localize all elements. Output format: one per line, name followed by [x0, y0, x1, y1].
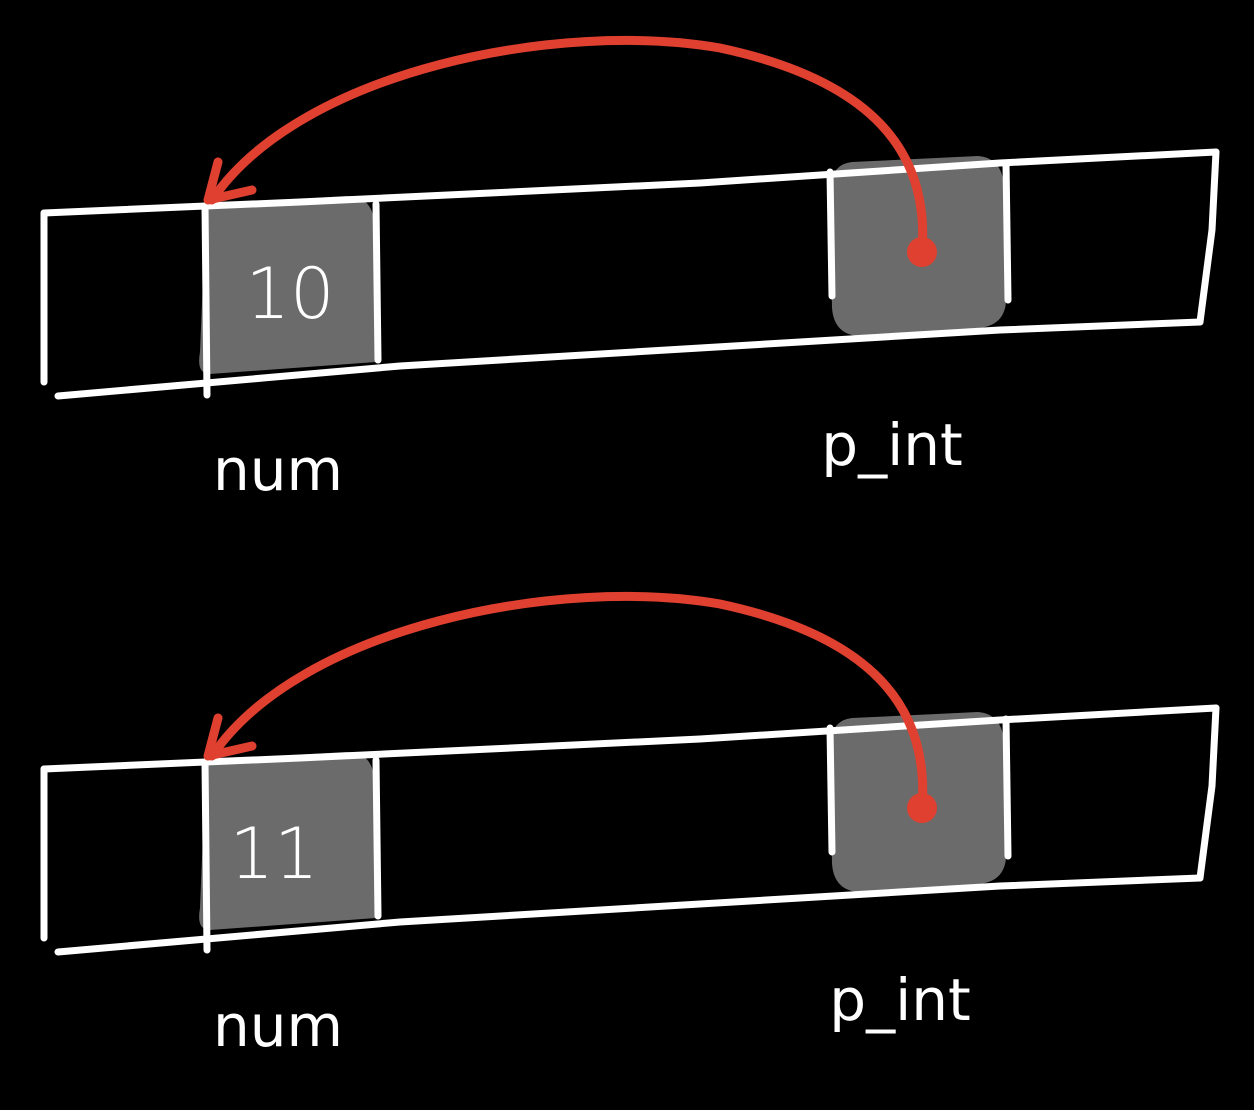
num-label-1: num: [213, 436, 343, 504]
pointer-arrow-2: [207, 592, 928, 813]
divider-ptr-left-1: [826, 168, 836, 300]
num-cell-fill-1: [199, 196, 376, 374]
divider-ptr-right-1: [1002, 159, 1012, 304]
pointer-label-1: p_int: [821, 411, 962, 479]
divider-ptr-left-2: [826, 724, 836, 856]
divider-num-right-1: [372, 200, 382, 364]
divider-num-left-2: [201, 758, 211, 954]
pointer-origin-dot-2: [907, 793, 937, 823]
memory-strip-top-1: [40, 148, 1220, 217]
pointer-origin-dot-1: [907, 237, 937, 267]
pointer-arrow-1: [207, 36, 928, 257]
divider-ptr-right-2: [1002, 715, 1012, 860]
arrowhead-2: [203, 713, 257, 761]
num-value-1: 10: [245, 253, 334, 335]
memory-strip-bottom-2: [54, 874, 1204, 956]
pointer-label-2: p_int: [829, 966, 970, 1034]
divider-num-left-1: [201, 202, 211, 399]
memory-strip-right-edge-1: [1196, 148, 1220, 326]
memory-strip-bottom-1: [54, 318, 1204, 400]
divider-num-right-2: [372, 756, 382, 920]
num-label-2: num: [213, 992, 343, 1060]
memory-panel-1: 10 num p_int: [40, 36, 1220, 504]
memory-strip-right-edge-2: [1196, 704, 1220, 882]
memory-panel-2: 11 num p_int: [40, 592, 1220, 1060]
num-cell-fill-2: [199, 752, 376, 930]
arrowhead-1: [203, 157, 257, 205]
num-value-2: 11: [229, 813, 318, 895]
memory-strip-top-2: [40, 704, 1220, 773]
